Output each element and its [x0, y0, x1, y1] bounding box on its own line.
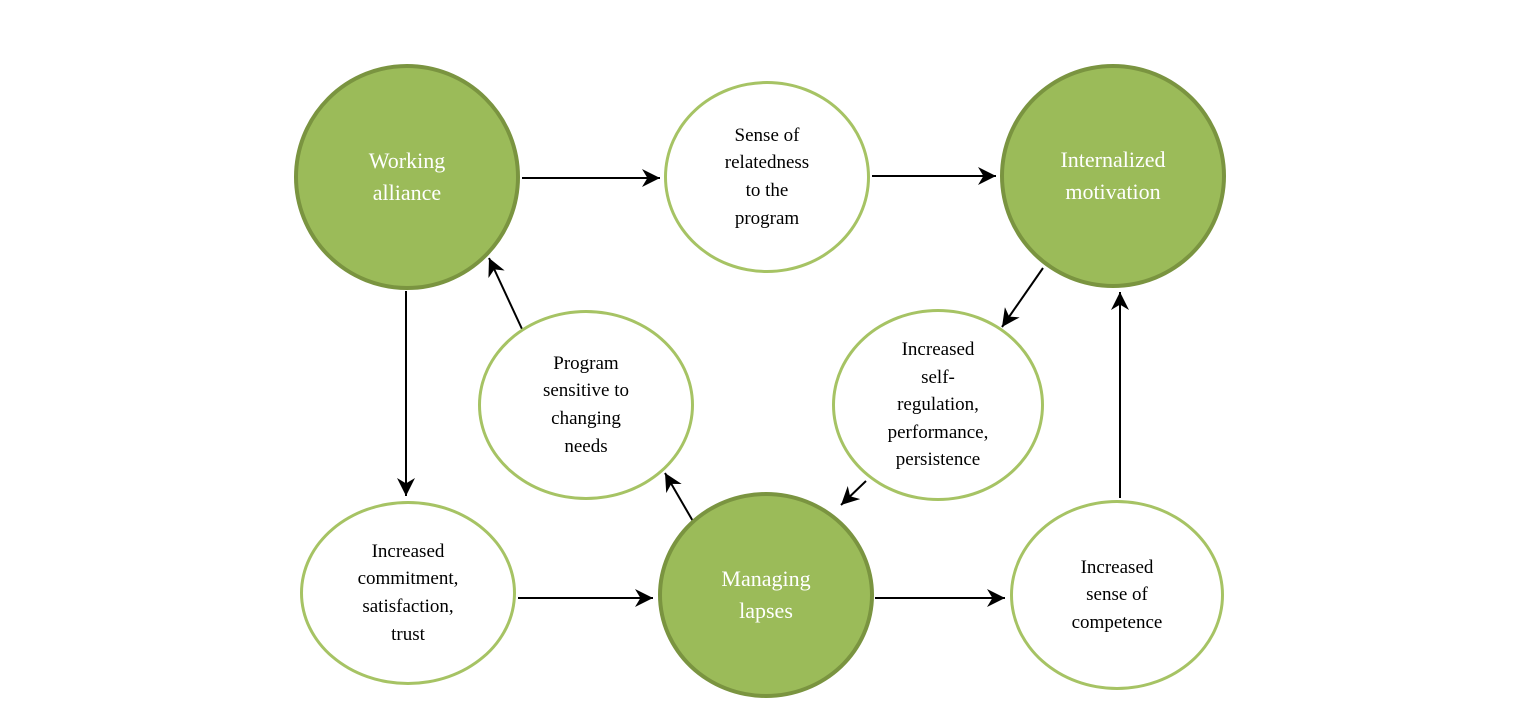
arrow-program-sensitive-to-working-alliance [488, 257, 523, 330]
node-program-sensitive: Program sensitive to changing needs [478, 310, 694, 500]
node-label: Managing lapses [721, 566, 811, 623]
node-label: Increased commitment, satisfaction, trus… [357, 540, 459, 645]
arrow-internalized-motivation-to-increased-self-regulation [1001, 267, 1044, 328]
node-label: Increased sense of competence [1071, 556, 1163, 633]
arrow-increased-self-regulation-to-managing-lapses [840, 480, 867, 506]
node-sense-of-relatedness: Sense of relatedness to the program [664, 81, 870, 273]
node-increased-sense-of-competence: Increased sense of competence [1010, 500, 1224, 690]
node-internalized-motivation: Internalized motivation [1000, 64, 1226, 288]
node-label: Working alliance [368, 148, 446, 205]
node-increased-self-regulation: Increased self- regulation, performance,… [832, 309, 1044, 501]
node-label: Program sensitive to changing needs [542, 352, 630, 457]
node-working-alliance: Working alliance [294, 64, 520, 290]
node-label: Sense of relatedness to the program [724, 124, 810, 229]
node-increased-commitment: Increased commitment, satisfaction, trus… [300, 501, 516, 685]
arrow-managing-lapses-to-program-sensitive [664, 472, 695, 524]
node-label: Increased self- regulation, performance,… [887, 339, 989, 471]
node-label: Internalized motivation [1060, 147, 1166, 204]
node-managing-lapses: Managing lapses [658, 492, 874, 698]
